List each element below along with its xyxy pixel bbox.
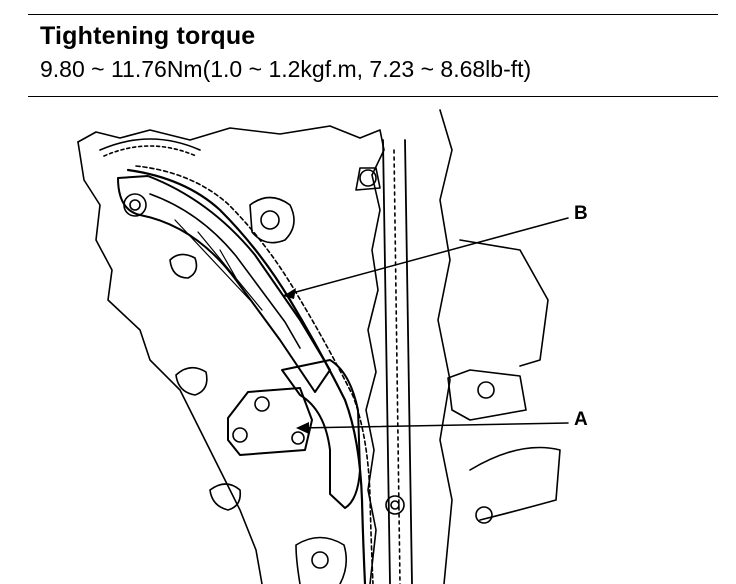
callout-a-leader (297, 422, 569, 429)
header-divider (28, 96, 718, 97)
engine-block-left-edge (77, 141, 263, 584)
lower-bolt (385, 495, 405, 515)
top-rule (28, 14, 718, 15)
bracket-bolt (477, 381, 495, 399)
callout-b-leader (284, 217, 569, 296)
callout-b-arrowhead (283, 288, 296, 299)
cam-sprocket (99, 138, 201, 151)
callout-a-arrowhead (296, 422, 309, 434)
chain-guide (117, 175, 331, 393)
guide-pivot-bolt (123, 193, 147, 217)
chain-tensioner (227, 387, 313, 456)
callout-label-b: B (574, 203, 588, 224)
tensioner-bolt-lower (232, 427, 248, 443)
right-bracket (447, 369, 527, 421)
upper-boss (249, 196, 295, 244)
timing-chain (126, 168, 367, 584)
tensioner-bolt-upper (254, 396, 270, 412)
straight-chain-guide (382, 139, 413, 584)
callout-label-a: A (574, 409, 588, 430)
engine-block-outline (77, 125, 385, 584)
tensioner-arm (281, 359, 361, 509)
torque-value: 9.80 ~ 11.76Nm(1.0 ~ 1.2kgf.m, 7.23 ~ 8.… (40, 56, 532, 82)
spec-title: Tightening torque (40, 22, 256, 50)
